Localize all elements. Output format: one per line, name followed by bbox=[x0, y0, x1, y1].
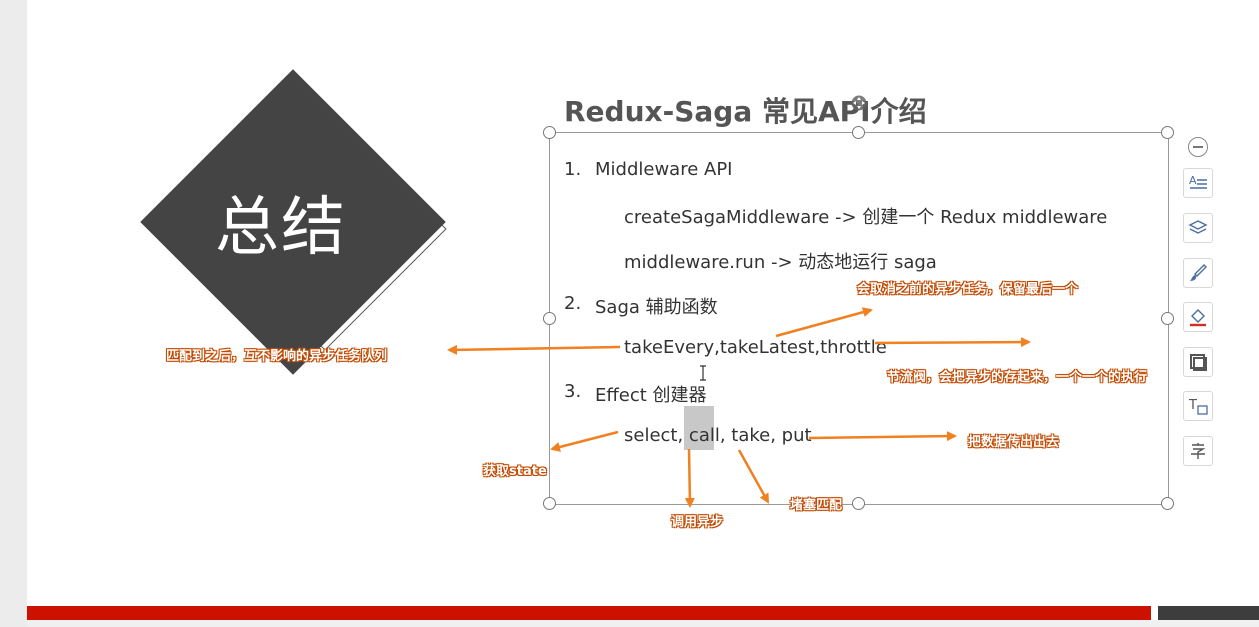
item-number-1: 1. bbox=[564, 159, 582, 180]
svg-text:A: A bbox=[1189, 174, 1197, 187]
resize-handle-n[interactable] bbox=[852, 126, 865, 139]
line-effects: select, call, take, put bbox=[624, 425, 812, 446]
diamond-text: 总结 bbox=[215, 191, 347, 265]
resize-handle-nw[interactable] bbox=[543, 126, 556, 139]
footer-strip bbox=[27, 620, 1259, 627]
outline-button[interactable] bbox=[1183, 347, 1213, 377]
line-middleware-run: middleware.run -> 动态地运行 saga bbox=[624, 252, 937, 273]
annotation-take-every: 匹配到之后，互不影响的异步任务队列 bbox=[166, 349, 388, 364]
slide-panel-margin bbox=[0, 0, 27, 627]
resize-handle-s[interactable] bbox=[852, 497, 865, 510]
resize-handle-sw[interactable] bbox=[543, 497, 556, 510]
fill-icon bbox=[1190, 309, 1206, 327]
svg-text:T: T bbox=[1188, 398, 1197, 413]
text-cursor-icon bbox=[700, 365, 706, 381]
text-format-button[interactable]: A bbox=[1183, 168, 1213, 198]
layers-icon bbox=[1188, 220, 1208, 234]
item-middleware-api: Middleware API bbox=[595, 159, 733, 180]
item-effect-creators: Effect 创建器 bbox=[595, 385, 707, 406]
collapse-icon bbox=[1193, 146, 1203, 148]
line-create-saga-middleware: createSagaMiddleware -> 创建一个 Redux middl… bbox=[624, 207, 1108, 228]
collapse-toolbar-button[interactable] bbox=[1188, 137, 1208, 157]
brush-icon bbox=[1190, 264, 1207, 281]
annotation-take-latest: 会取消之前的异步任务，保留最后一个 bbox=[857, 282, 1079, 297]
resize-handle-se[interactable] bbox=[1161, 497, 1174, 510]
char-button[interactable] bbox=[1183, 436, 1213, 466]
footer-dark-bar bbox=[1158, 606, 1259, 620]
text-selection-highlight bbox=[684, 406, 714, 450]
item-number-3: 3. bbox=[564, 381, 582, 402]
annotation-select: 获取state bbox=[483, 464, 547, 479]
brush-button[interactable] bbox=[1183, 258, 1213, 288]
text-box-button[interactable]: T bbox=[1183, 391, 1213, 421]
move-cursor-icon bbox=[851, 95, 867, 111]
layers-button[interactable] bbox=[1183, 213, 1213, 243]
annotation-call: 调用异步 bbox=[671, 515, 724, 530]
char-icon bbox=[1191, 443, 1206, 459]
footer-accent-bar bbox=[27, 606, 1151, 620]
annotation-throttle: 节流阀，会把异步的存起来，一个一个的执行 bbox=[887, 370, 1148, 385]
resize-handle-ne[interactable] bbox=[1161, 126, 1174, 139]
slide-title[interactable]: Redux-Saga 常见API介绍 bbox=[564, 95, 927, 128]
text-format-icon: A bbox=[1189, 174, 1207, 189]
annotation-take: 堵塞匹配 bbox=[790, 498, 843, 513]
annotation-put: 把数据传出出去 bbox=[968, 435, 1060, 450]
item-saga-helpers: Saga 辅助函数 bbox=[595, 297, 718, 318]
resize-handle-w[interactable] bbox=[543, 312, 556, 325]
line-helpers: takeEvery,takeLatest,throttle bbox=[624, 337, 887, 358]
item-number-2: 2. bbox=[564, 293, 582, 314]
resize-handle-e[interactable] bbox=[1161, 312, 1174, 325]
outline-icon bbox=[1190, 354, 1207, 371]
text-box-icon: T bbox=[1188, 398, 1208, 415]
fill-button[interactable] bbox=[1183, 302, 1213, 332]
